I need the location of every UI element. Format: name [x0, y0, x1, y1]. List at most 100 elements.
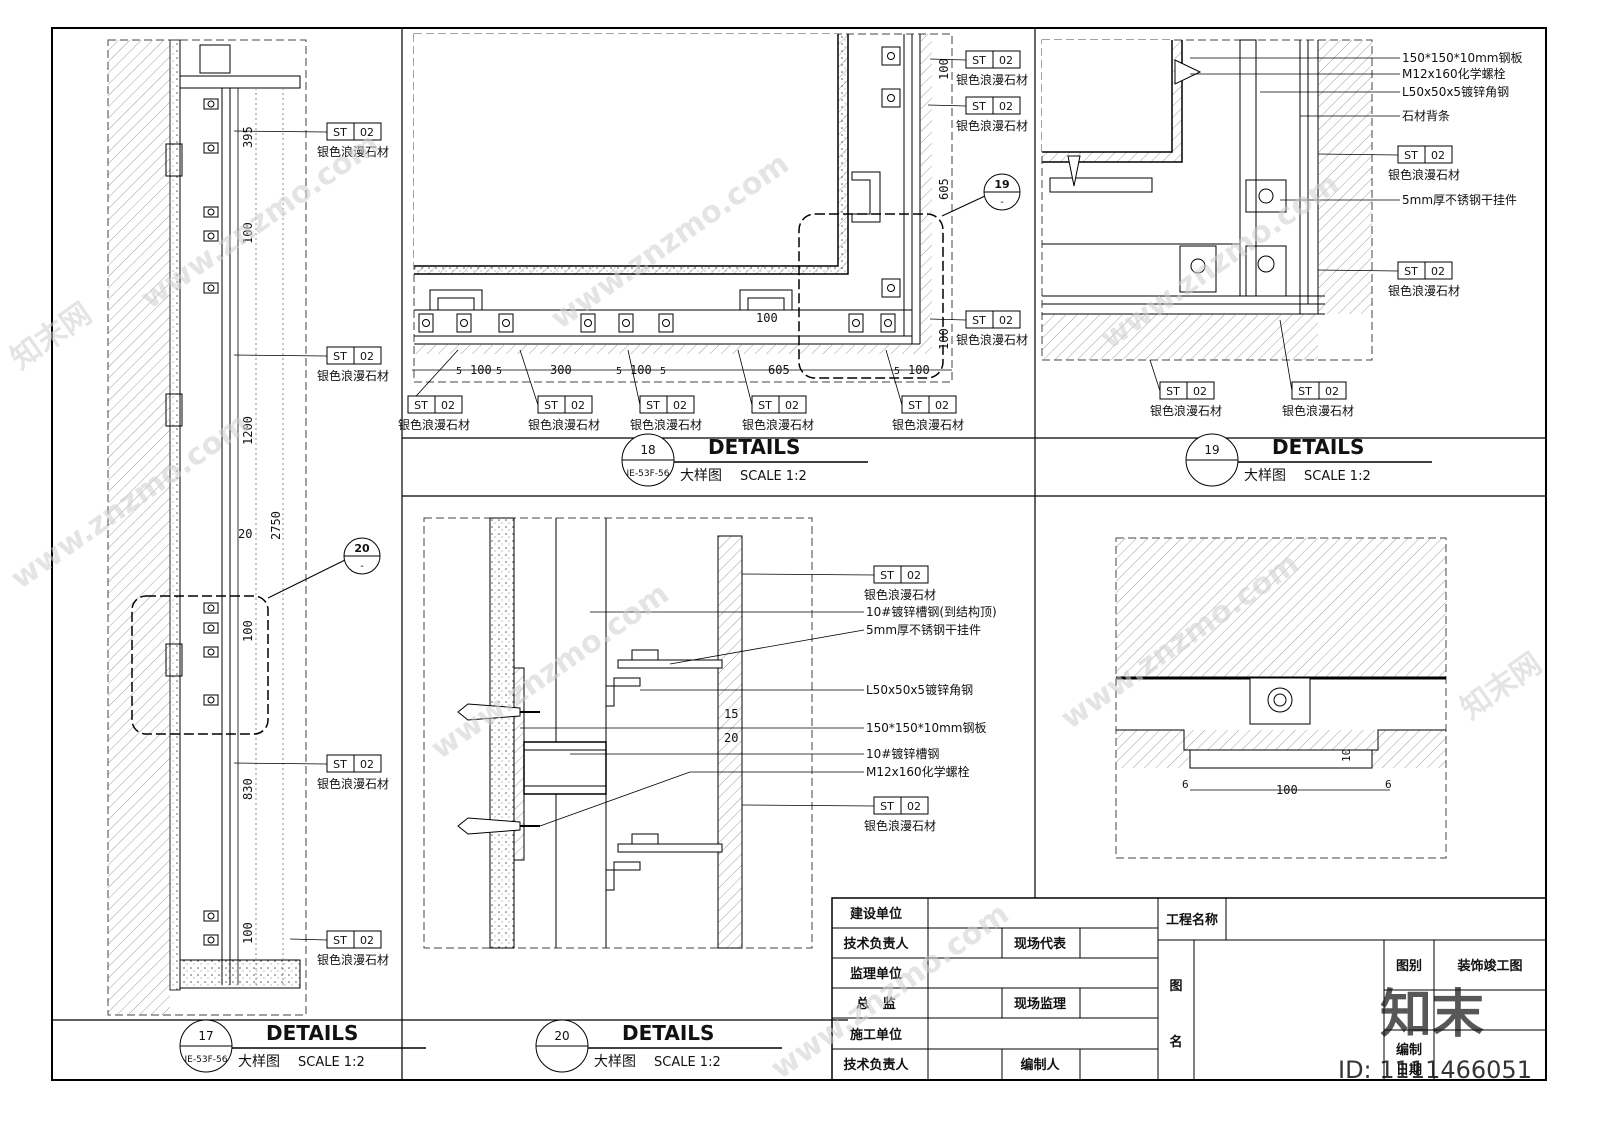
title-18-number: 18 [640, 443, 655, 457]
bracket17-0 [203, 98, 219, 110]
tag18-b3-leader [627, 349, 641, 406]
detail-20-notes: 10#镀锌槽钢(到结构顶) 5mm厚不锈钢干挂件 L50x50x5镀锌角钢 15… [520, 604, 997, 827]
tag19-r1-code-prefix: ST [1404, 149, 1418, 162]
bracket18-bolt-5 [662, 319, 670, 327]
title-18-name: 大样图 [680, 468, 722, 484]
tag17-b-code-num: 02 [360, 350, 374, 363]
title-17-sheet-ref: IE-53F-56 [185, 1055, 228, 1065]
tag17-c-code-prefix: ST [333, 758, 347, 771]
bracket18-0 [418, 313, 434, 333]
tag18-b5-leader [885, 349, 903, 406]
dim-830: 830 [241, 778, 255, 800]
bracket18-3 [580, 313, 596, 333]
title-20-number: 20 [554, 1029, 569, 1043]
tag19-b2-leader [1279, 319, 1293, 392]
tag20-a-material-name: 银色浪漫石材 [864, 587, 936, 602]
detail-18-drawing: 19 - 5 100 5 300 5 100 5 605 5 100 100 1… [412, 33, 1021, 383]
tag17-c-material-name: 银色浪漫石材 [317, 776, 389, 791]
note19-hanger: 5mm厚不锈钢干挂件 [1402, 193, 1517, 207]
tag18-b2-code-prefix: ST [544, 399, 558, 412]
tag20-b-material-name: 银色浪漫石材 [864, 818, 936, 833]
dim-1200: 1200 [241, 416, 255, 445]
channel18-0 [429, 289, 483, 311]
note20-bolt: M12x160化学螺栓 [866, 764, 970, 779]
tag17-a-material-name: 银色浪漫石材 [317, 144, 389, 159]
tag20-a-code-num: 02 [907, 569, 921, 582]
tag18-b3-material-name: 银色浪漫石材 [630, 417, 702, 432]
bracket17-bolt-0 [207, 100, 215, 108]
tag18-r1-code-prefix: ST [972, 54, 986, 67]
bracket17-4 [203, 282, 219, 294]
tag17-d-leader [289, 938, 328, 941]
bracket18-7 [880, 313, 896, 333]
tag19-b1-code-num: 02 [1193, 385, 1207, 398]
title-17-scale: SCALE 1:2 [298, 1055, 365, 1070]
title-19-number: 19 [1204, 443, 1219, 457]
callout-19-sheet: - [1000, 197, 1004, 208]
dim-6-b: 6 [1385, 778, 1392, 791]
title-19-word: DETAILS [1272, 435, 1364, 459]
tag19-b2-material-name: 银色浪漫石材 [1282, 403, 1354, 418]
tag18-r2-leader [927, 104, 967, 107]
watermark-brand-2: 知末网 [1455, 646, 1549, 726]
dim-395: 395 [241, 126, 255, 148]
dim-100-a: 100 [241, 222, 255, 244]
tag17-c-leader [233, 762, 328, 765]
callout-20-sheet: - [360, 561, 364, 572]
tb-supervisor-unit: 监理单位 [850, 966, 902, 982]
dim-300: 300 [550, 363, 572, 377]
tb-drawing-char1: 图 [1169, 979, 1182, 994]
tag18-b1-code-prefix: ST [414, 399, 428, 412]
bracket18-bolt-7 [884, 319, 892, 327]
tag20-b-code-prefix: ST [880, 800, 894, 813]
dim-100-f: 100 [908, 363, 930, 377]
dim-5-e: 5 [894, 366, 900, 377]
tag18-r2-material-name: 银色浪漫石材 [956, 118, 1028, 133]
tb-project: 工程名称 [1166, 912, 1218, 928]
title-19-name: 大样图 [1244, 468, 1286, 484]
tag18-b2-material-name: 银色浪漫石材 [528, 417, 600, 432]
watermark-site-4: www.znzmo.com [425, 576, 676, 766]
tag18-b3-code-prefix: ST [646, 399, 660, 412]
tb-chief: 总 监 [856, 996, 896, 1012]
tag17-d-material-name: 银色浪漫石材 [317, 952, 389, 967]
tb-category-value: 装饰竣工图 [1456, 958, 1522, 974]
bracket17-bolt-10 [207, 936, 215, 944]
tag19-r2-leader [1317, 269, 1399, 272]
bracket17-7 [203, 646, 219, 658]
callout-19-num: 19 [994, 178, 1009, 191]
tb-tech2: 技术负责人 [843, 1057, 909, 1073]
tag18-r2-code-prefix: ST [972, 100, 986, 113]
note19-plate: 150*150*10mm钢板 [1402, 51, 1522, 65]
tb-drawing-char2: 名 [1169, 1034, 1182, 1050]
bracket17-2 [203, 206, 219, 218]
note19-bolt: M12x160化学螺栓 [1402, 66, 1506, 81]
tag18-b4-material-name: 银色浪漫石材 [742, 417, 814, 432]
title-block: 建设单位 技术负责人 现场代表 监理单位 总 监 现场监理 施工单位 技术负责人… [831, 897, 1547, 1081]
tb-tech1: 技术负责人 [843, 936, 909, 952]
channel18-1 [739, 289, 793, 311]
tag19-r1-material-name: 银色浪漫石材 [1388, 167, 1460, 182]
bracket18-bolt-2 [502, 319, 510, 327]
detail-19-drawing [1041, 39, 1373, 361]
title-19-scale: SCALE 1:2 [1304, 469, 1371, 484]
title-18-sheet-ref: IE-53F-56 [627, 469, 670, 479]
tag17-a-code-num: 02 [360, 126, 374, 139]
tag19-b2-code-prefix: ST [1298, 385, 1312, 398]
bracket17-bolt-9 [207, 912, 215, 920]
tag17-a-leader [233, 130, 328, 133]
anchor17-1 [165, 393, 183, 427]
tag18-b4-code-prefix: ST [758, 399, 772, 412]
callout-box-20 [131, 595, 269, 735]
bracket18-r-bolt-2 [887, 284, 895, 292]
title-18-scale: SCALE 1:2 [740, 469, 807, 484]
tag18-b3-code-num: 02 [673, 399, 687, 412]
title-20-name: 大样图 [594, 1054, 636, 1070]
tag19-b1-code-prefix: ST [1166, 385, 1180, 398]
